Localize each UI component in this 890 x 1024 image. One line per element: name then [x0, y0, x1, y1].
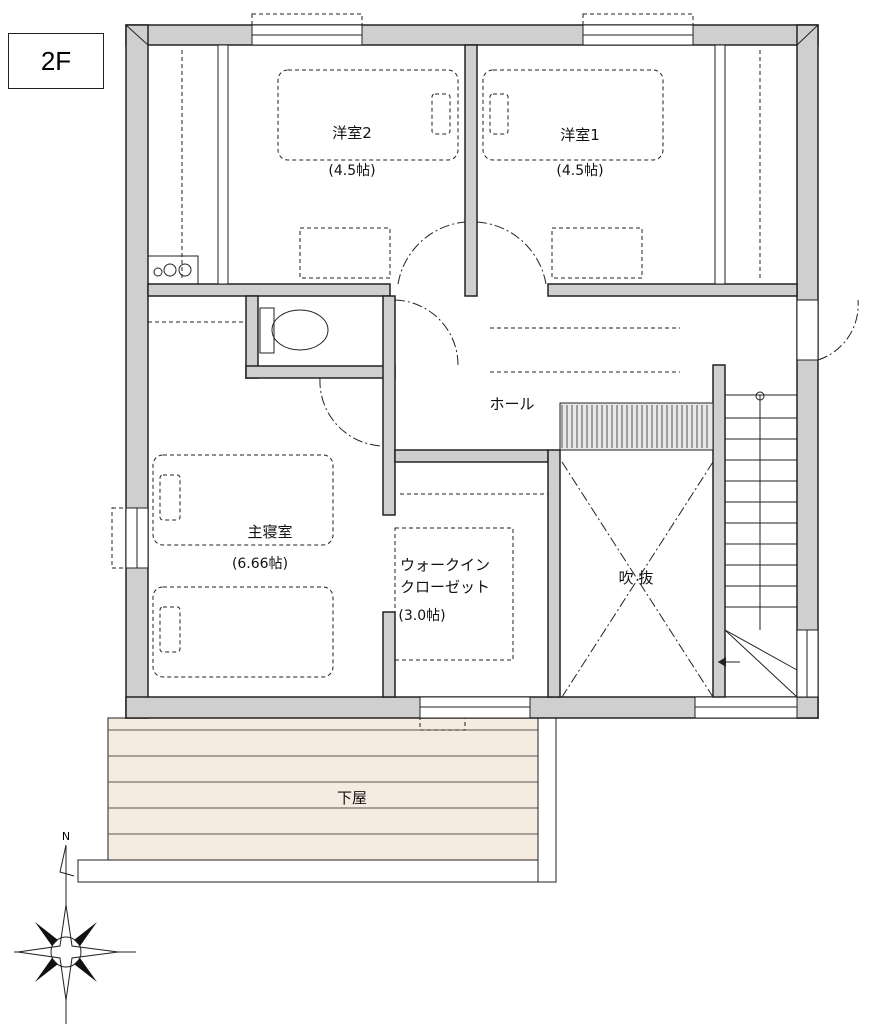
- floor-label: 2F: [8, 33, 104, 89]
- room-label-lower-roof: 下屋: [337, 789, 367, 807]
- room-label-hall: ホール: [489, 395, 534, 413]
- furniture: [148, 50, 761, 678]
- windows: [111, 13, 859, 731]
- void-cross: [561, 461, 714, 698]
- interior-walls: [147, 44, 798, 698]
- room-label-master-bedroom: 主寝室: [247, 523, 292, 541]
- north-label: N: [62, 830, 70, 843]
- room-label-western-2: 洋室2: [332, 124, 372, 142]
- room-label-western-1: 洋室1: [560, 126, 600, 144]
- stairs: [559, 391, 798, 698]
- compass-icon: N: [14, 830, 136, 1024]
- room-size-western-2: (4.5帖): [328, 163, 375, 179]
- room-size-master-bedroom: (6.66帖): [232, 556, 288, 572]
- lower-roof: [77, 717, 557, 883]
- toilet: [259, 307, 329, 354]
- room-size-western-1: (4.5帖): [556, 163, 603, 179]
- sink-counter: [147, 255, 199, 285]
- room-label-void: 吹 抜: [619, 569, 654, 587]
- room-label-wic-1: ウォークイン: [400, 556, 490, 574]
- room-size-wic: (3.0帖): [398, 608, 445, 624]
- doors: [319, 221, 547, 447]
- room-label-wic-2: クローゼット: [400, 578, 490, 596]
